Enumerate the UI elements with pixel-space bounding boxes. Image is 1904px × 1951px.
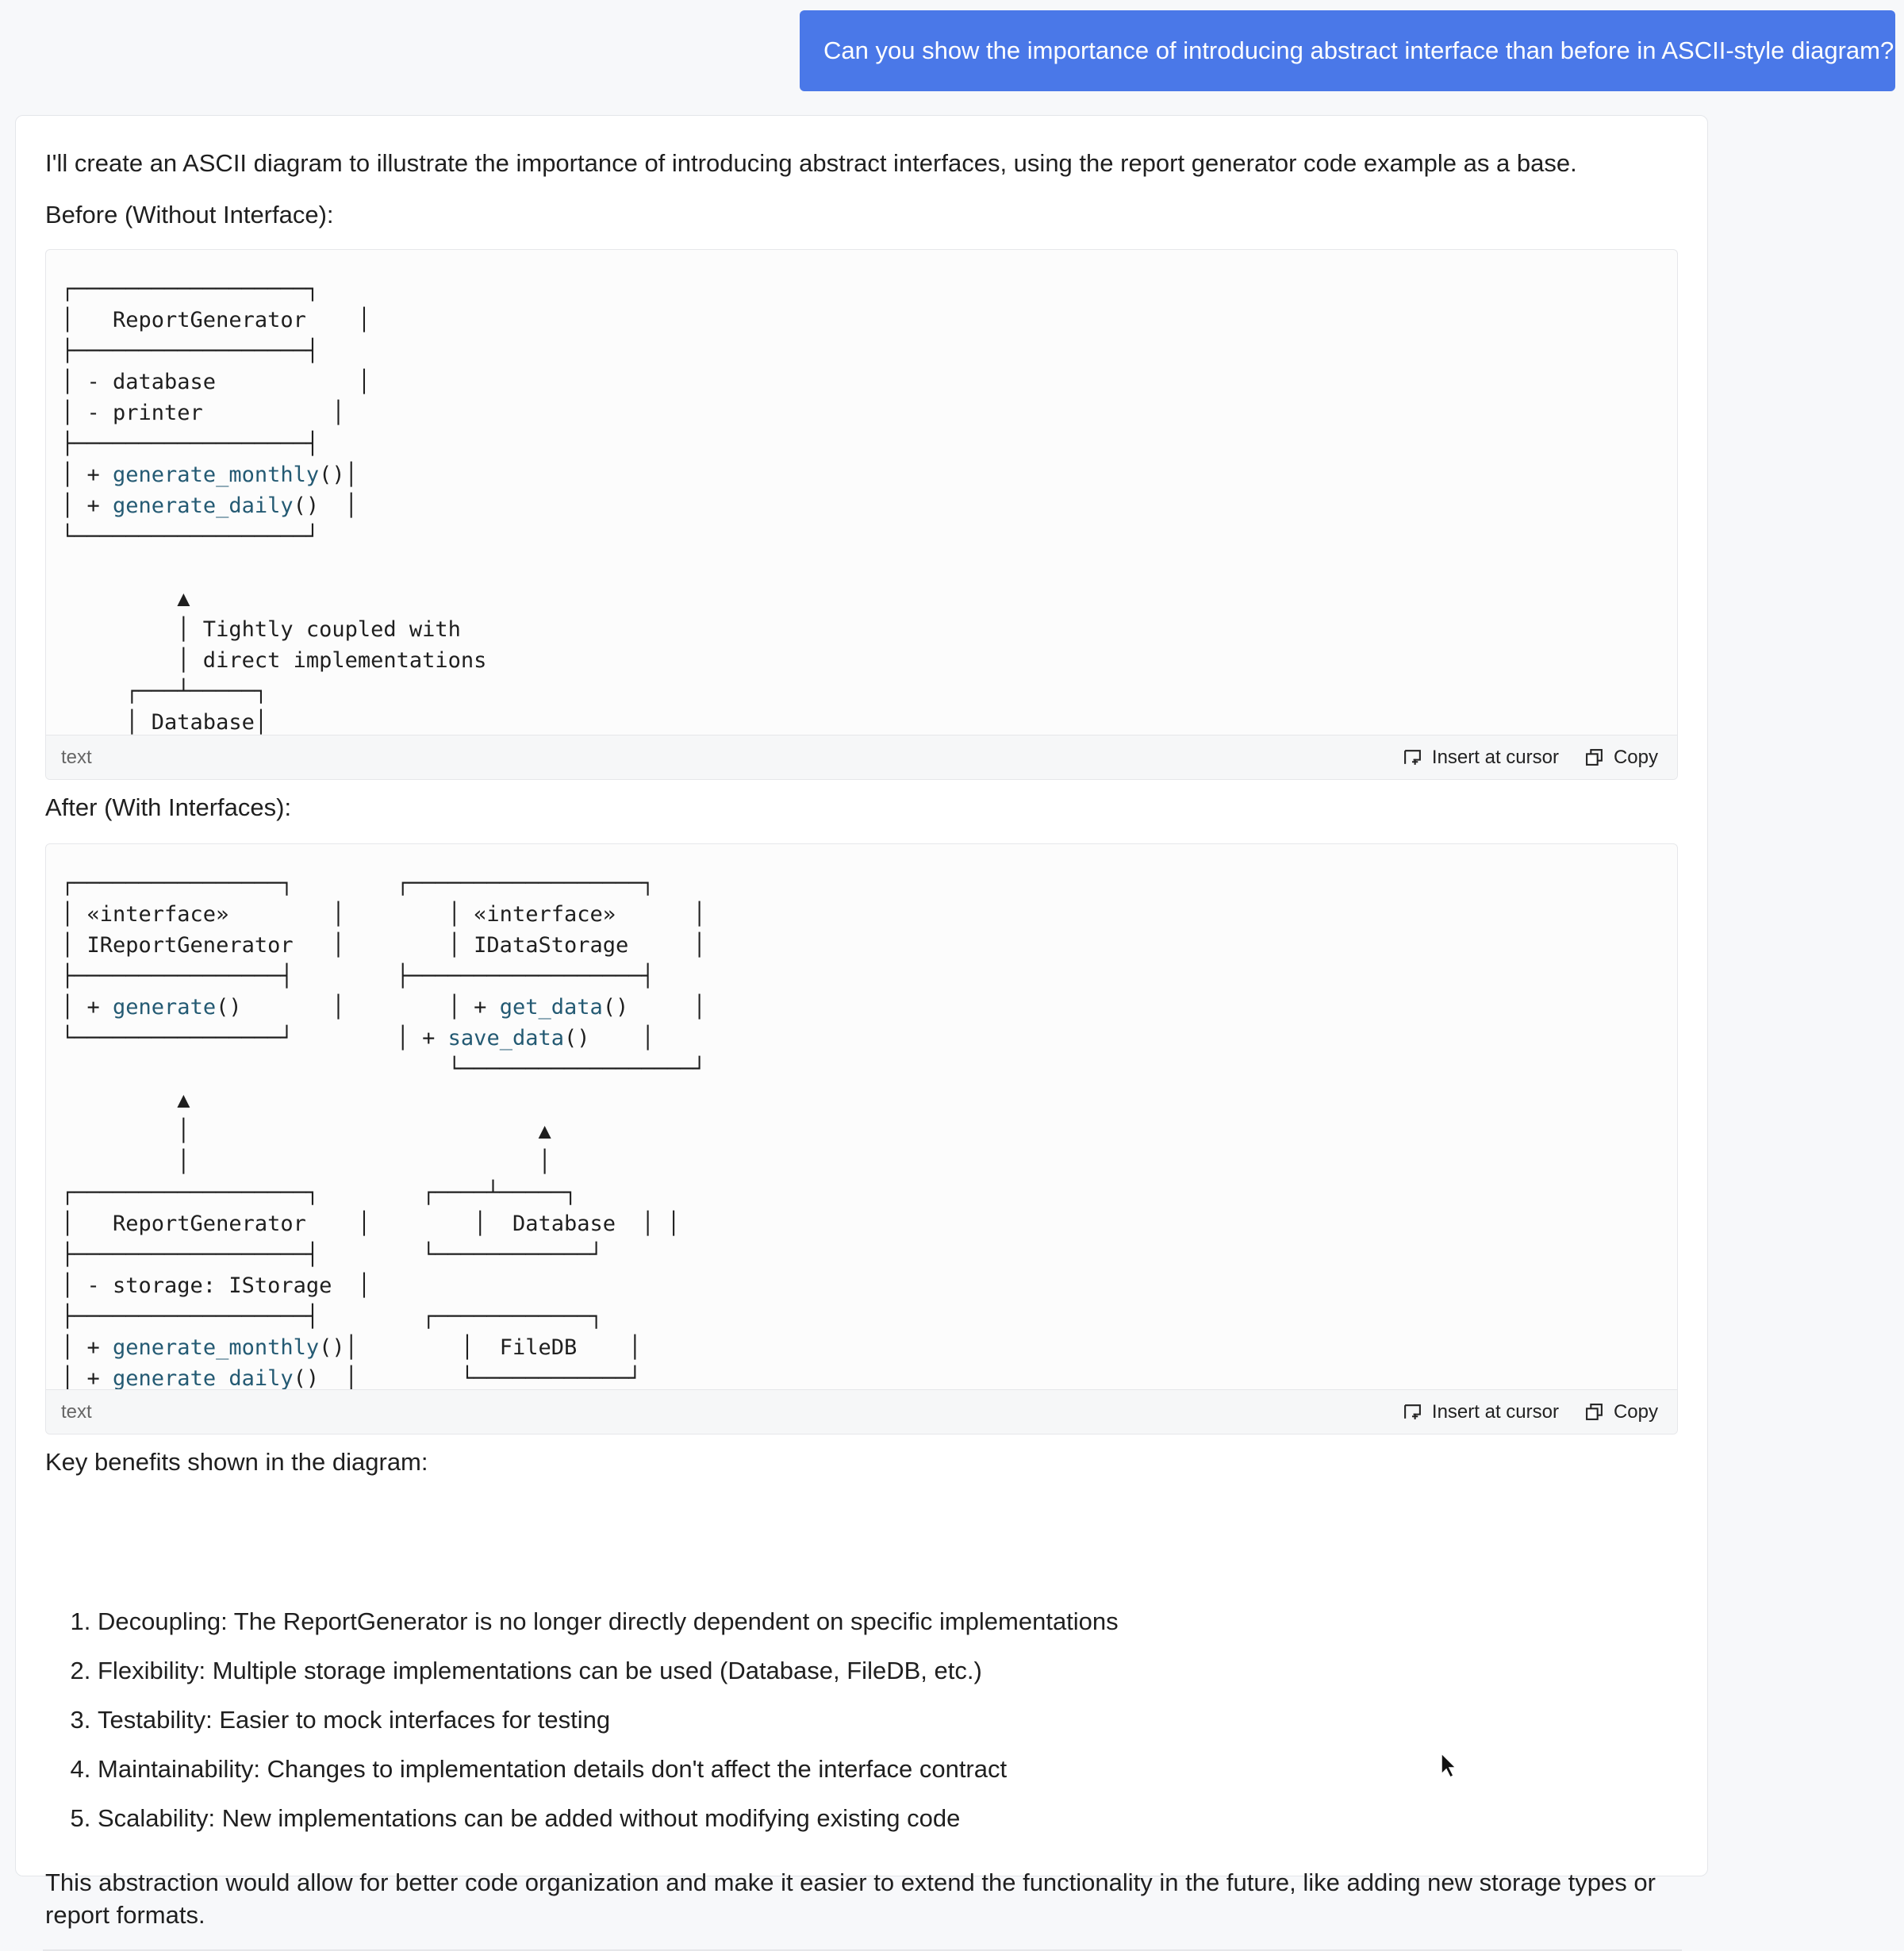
copy-label: Copy xyxy=(1613,1400,1658,1423)
copy-icon xyxy=(1586,749,1603,766)
ascii-diagram-before: ┌──────────────────┐ │ ReportGenerator │… xyxy=(61,277,487,766)
closing-text: This abstraction would allow for better … xyxy=(45,1868,1656,1929)
language-label: text xyxy=(61,1400,92,1423)
code-footer-after: text Insert at cursor Copy xyxy=(46,1389,1677,1434)
benefits-list: Decoupling: The ReportGenerator is no lo… xyxy=(45,1606,1119,1852)
language-label: text xyxy=(61,746,92,768)
copy-button[interactable]: Copy xyxy=(1584,1401,1658,1423)
code-block-before: ┌──────────────────┐ │ ReportGenerator │… xyxy=(45,249,1678,780)
insert-at-cursor-label: Insert at cursor xyxy=(1431,1400,1559,1423)
mouse-pointer-icon xyxy=(1441,1752,1457,1779)
copy-icon xyxy=(1586,1404,1603,1420)
code-block-after: ┌────────────────┐ ┌──────────────────┐ … xyxy=(45,843,1678,1434)
benefits-heading: Key benefits shown in the diagram: xyxy=(45,1448,428,1476)
after-heading: After (With Interfaces): xyxy=(45,793,292,821)
user-message: Can you show the importance of introduci… xyxy=(800,10,1895,91)
copy-label: Copy xyxy=(1613,746,1658,768)
list-item: Decoupling: The ReportGenerator is no lo… xyxy=(98,1606,1119,1638)
insert-at-cursor-icon xyxy=(1403,750,1421,765)
intro-text: I'll create an ASCII diagram to illustra… xyxy=(45,149,1577,177)
insert-at-cursor-button[interactable]: Insert at cursor xyxy=(1403,747,1559,769)
insert-at-cursor-label: Insert at cursor xyxy=(1431,746,1559,768)
list-item: Scalability: New implementations can be … xyxy=(98,1803,1119,1834)
ascii-diagram-after: ┌────────────────┐ ┌──────────────────┐ … xyxy=(61,871,706,1422)
insert-at-cursor-button[interactable]: Insert at cursor xyxy=(1403,1401,1559,1423)
before-heading: Before (Without Interface): xyxy=(45,201,334,229)
list-item: Testability: Easier to mock interfaces f… xyxy=(98,1704,1119,1736)
insert-at-cursor-icon xyxy=(1403,1404,1421,1419)
list-item: Flexibility: Multiple storage implementa… xyxy=(98,1655,1119,1687)
assistant-response: I'll create an ASCII diagram to illustra… xyxy=(15,115,1708,1951)
list-item: Maintainability: Changes to implementati… xyxy=(98,1753,1119,1785)
copy-button[interactable]: Copy xyxy=(1584,747,1658,769)
code-footer-before: text Insert at cursor Copy xyxy=(46,735,1677,779)
